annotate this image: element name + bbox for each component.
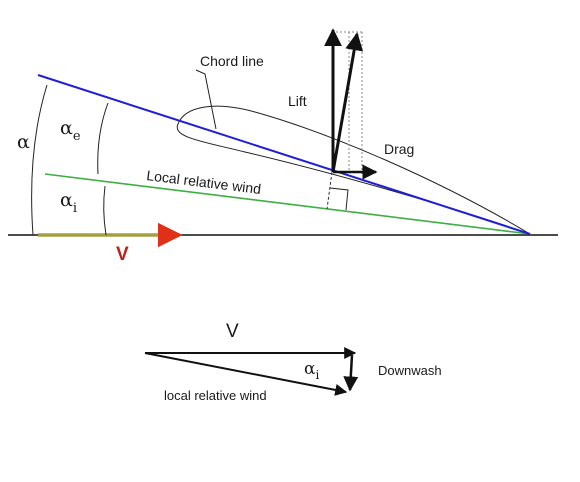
right-angle-marker <box>329 187 349 211</box>
alpha-i-arc <box>103 185 107 236</box>
perpendicular-dashed <box>326 171 333 210</box>
lift-label: Lift <box>288 93 307 109</box>
triangle-v-label: V <box>226 321 239 342</box>
triangle-local-relative-wind-vector <box>144 352 348 396</box>
triangle-local-relative-wind-label: local relative wind <box>164 388 267 403</box>
resultant-force-vector <box>331 32 364 173</box>
triangle-alpha-i-label: αi <box>304 359 319 382</box>
v-label: V <box>116 244 129 265</box>
local-relative-wind-label: Local relative wind <box>146 167 262 197</box>
downwash-label: Downwash <box>378 363 442 378</box>
chord-line <box>37 74 531 235</box>
alpha-label: α <box>17 131 30 153</box>
alpha-arc <box>31 84 48 236</box>
triangle-downwash-vector <box>343 354 359 392</box>
chord-line-callout <box>195 69 217 130</box>
chord-line-label: Chord line <box>200 53 264 69</box>
alpha-e-arc <box>97 102 109 175</box>
alpha-e-label: αe <box>60 117 81 144</box>
local-relative-wind-line <box>44 173 531 235</box>
drag-label: Drag <box>384 141 414 157</box>
alpha-i-label: αi <box>60 189 77 216</box>
airfoil-outline <box>176 105 531 235</box>
